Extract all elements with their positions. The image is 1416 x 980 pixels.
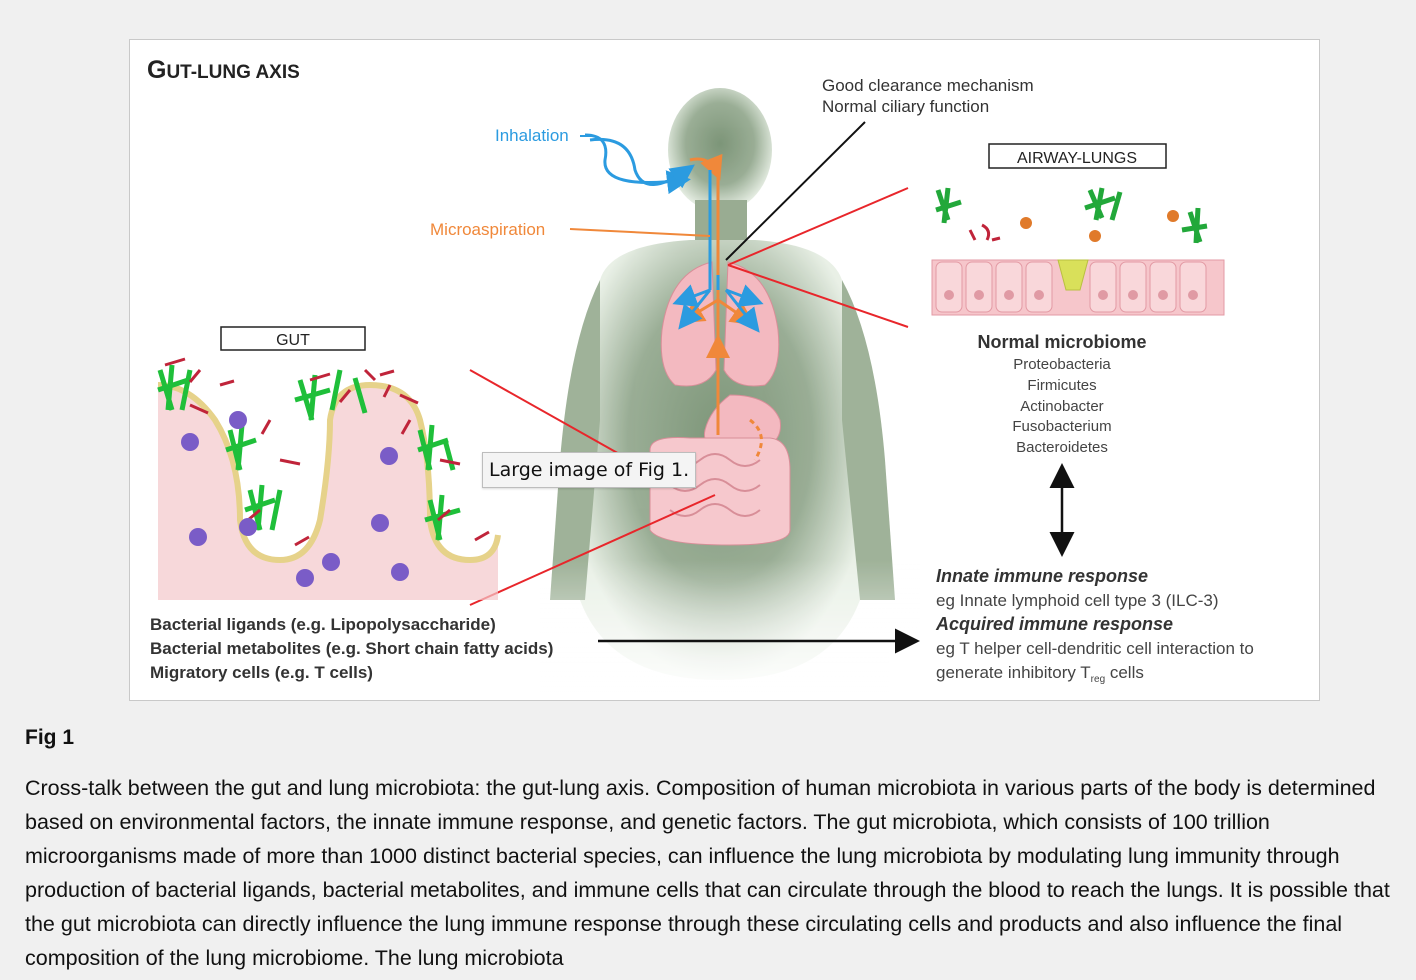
airway-lungs-box (988, 143, 1167, 169)
figure-caption: Cross-talk between the gut and lung micr… (25, 776, 1390, 970)
image-tooltip: Large image of Fig 1. (482, 452, 697, 488)
gut-product: Bacterial metabolites (e.g. Short chain … (150, 639, 553, 658)
clearance-pointer (725, 121, 866, 261)
figure-image[interactable]: GUT-LUNG AXIS Inhalation Microaspiration… (129, 39, 1320, 701)
microbiome-item: Firmicutes (1027, 377, 1096, 394)
microbiome-item: Fusobacterium (1012, 418, 1111, 435)
clearance-label-line2: Normal ciliary function (822, 97, 989, 116)
airway-epithelium-illustration (931, 187, 1225, 316)
inhalation-path (584, 133, 764, 333)
airway-lungs-label: AIRWAY-LUNGS (1017, 150, 1137, 167)
acquired-immune-line1: eg T helper cell-dendritic cell interact… (936, 639, 1254, 658)
diagram-title: GUT-LUNG AXIS (147, 56, 300, 84)
gut-box (220, 326, 366, 351)
gut-pointer-lines (469, 369, 716, 606)
microbiome-item: Bacteroidetes (1016, 439, 1108, 456)
gut-product: Bacterial ligands (e.g. Lipopolysacchari… (150, 615, 496, 634)
airway-pointer-lines (727, 187, 909, 328)
gut-label: GUT (276, 332, 310, 349)
microaspiration-pointer (569, 228, 711, 237)
gut-villi-illustration (157, 357, 501, 600)
clearance-label-line1: Good clearance mechanism (822, 76, 1034, 95)
acquired-immune-line2: generate inhibitory Treg cells (936, 663, 1144, 685)
microbiome-heading: Normal microbiome (977, 332, 1146, 352)
microbiome-item: Proteobacteria (1013, 356, 1111, 373)
inhalation-label: Inhalation (495, 126, 569, 145)
figure-label: Fig 1 (25, 726, 75, 749)
microaspiration-label: Microaspiration (430, 220, 545, 239)
innate-immune-example: eg Innate lymphoid cell type 3 (ILC-3) (936, 591, 1219, 610)
gut-product: Migratory cells (e.g. T cells) (150, 663, 373, 682)
microbiome-item: Actinobacter (1020, 398, 1103, 415)
innate-immune-heading: Innate immune response (936, 566, 1148, 586)
gut-lung-axis-diagram: GUT-LUNG AXIS Inhalation Microaspiration… (147, 56, 1254, 700)
acquired-immune-heading: Acquired immune response (935, 614, 1173, 634)
